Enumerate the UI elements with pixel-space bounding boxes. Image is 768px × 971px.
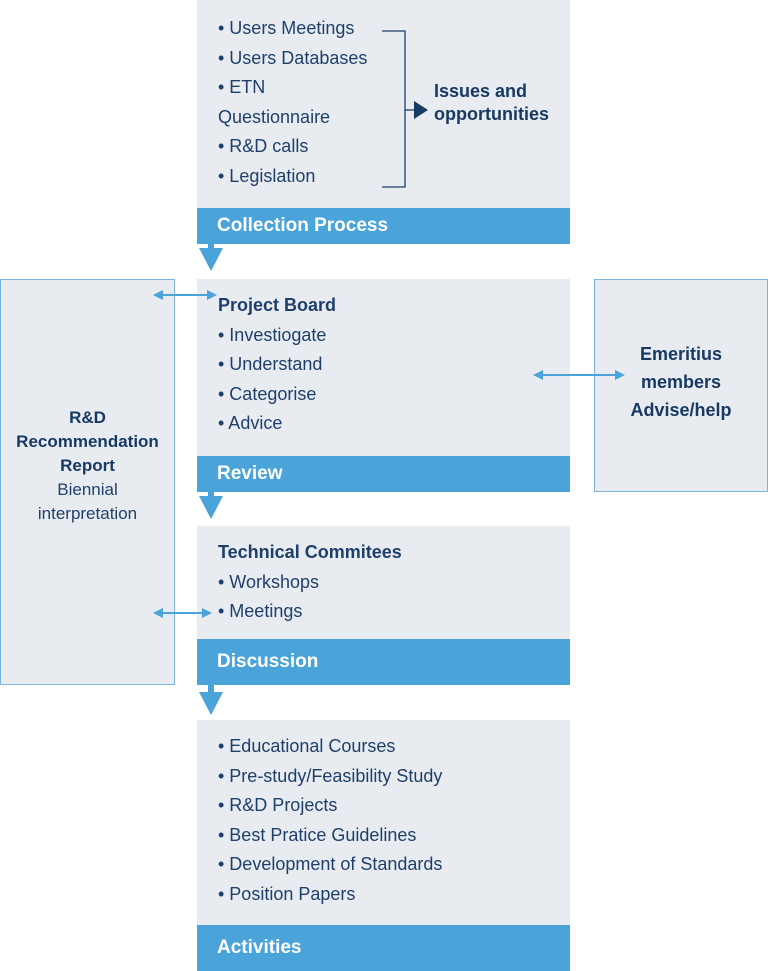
list-item: • Best Pratice Guidelines: [218, 824, 417, 845]
list-item: • Position Papers: [218, 883, 356, 904]
emeritius-line: members: [640, 372, 722, 392]
inputs-panel: [197, 0, 570, 209]
issues-label-line: Issues and: [434, 81, 528, 101]
review-bar: Review: [197, 456, 570, 492]
emeritius-line: Advise/help: [630, 400, 732, 420]
discussion-bar: Discussion: [197, 639, 570, 685]
report-line: R&D: [69, 408, 106, 427]
list-item: • Understand: [218, 354, 323, 375]
list-item: • Meetings: [218, 601, 303, 622]
list-item: • ETN: [218, 77, 266, 98]
list-item: Questionnaire: [218, 106, 331, 127]
report-box: R&D Recommendation Report Biennial inter…: [0, 279, 175, 685]
down-arrow-discussion: [199, 692, 223, 715]
collection-process-bar: Collection Process: [197, 208, 570, 244]
list-item: • Advice: [218, 413, 283, 434]
project-board-list: Project Board • Investiogate • Understan…: [218, 291, 336, 439]
list-item: • Development of Standards: [218, 854, 443, 875]
list-item: • Categorise: [218, 383, 317, 404]
technical-title: Technical Commitees: [218, 542, 402, 562]
bracket: [382, 30, 414, 188]
down-arrow-review: [199, 496, 223, 519]
bracket-arrowhead: [414, 101, 428, 119]
issues-label: Issues and opportunities: [434, 80, 549, 126]
activities-list: • Educational Courses • Pre-study/Feasib…: [218, 732, 442, 910]
activities-panel: [197, 720, 570, 931]
report-line: Recommendation: [16, 432, 159, 451]
double-arrow-report-bottom: [153, 608, 212, 618]
double-arrow-report-top: [153, 290, 217, 300]
emeritius-line: Emeritius: [639, 344, 723, 364]
down-arrow-collection-stem: [208, 243, 214, 249]
down-arrow-discussion-stem: [208, 685, 214, 693]
technical-panel: [197, 526, 570, 640]
list-item: • Users Meetings: [218, 18, 355, 38]
list-item: • Pre-study/Feasibility Study: [218, 765, 443, 786]
down-arrow-collection: [199, 248, 223, 271]
report-line: Biennial: [57, 480, 118, 499]
list-item: • Investiogate: [218, 324, 327, 345]
down-arrow-review-stem: [208, 491, 214, 497]
list-item: • R&D calls: [218, 136, 309, 157]
issues-label-line: opportunities: [434, 104, 549, 124]
list-item: • Users Databases: [218, 47, 368, 68]
list-item: • Legislation: [218, 165, 316, 186]
technical-list: Technical Commitees • Workshops • Meetin…: [218, 538, 402, 627]
list-item: • Workshops: [218, 571, 320, 592]
list-item: • Educational Courses: [218, 736, 396, 756]
project-board-panel: [197, 279, 570, 457]
report-line: interpretation: [37, 504, 138, 523]
report-line: Report: [60, 456, 115, 475]
emeritius-text: Emeritius members Advise/help: [595, 340, 767, 424]
list-item: • R&D Projects: [218, 795, 338, 816]
double-arrow-emeritius: [533, 370, 625, 380]
project-board-title: Project Board: [218, 295, 337, 315]
inputs-list: • Users Meetings • Users Databases • ETN…: [218, 14, 367, 192]
activities-bar: Activities: [197, 925, 570, 971]
report-text: R&D Recommendation Report Biennial inter…: [1, 406, 174, 526]
